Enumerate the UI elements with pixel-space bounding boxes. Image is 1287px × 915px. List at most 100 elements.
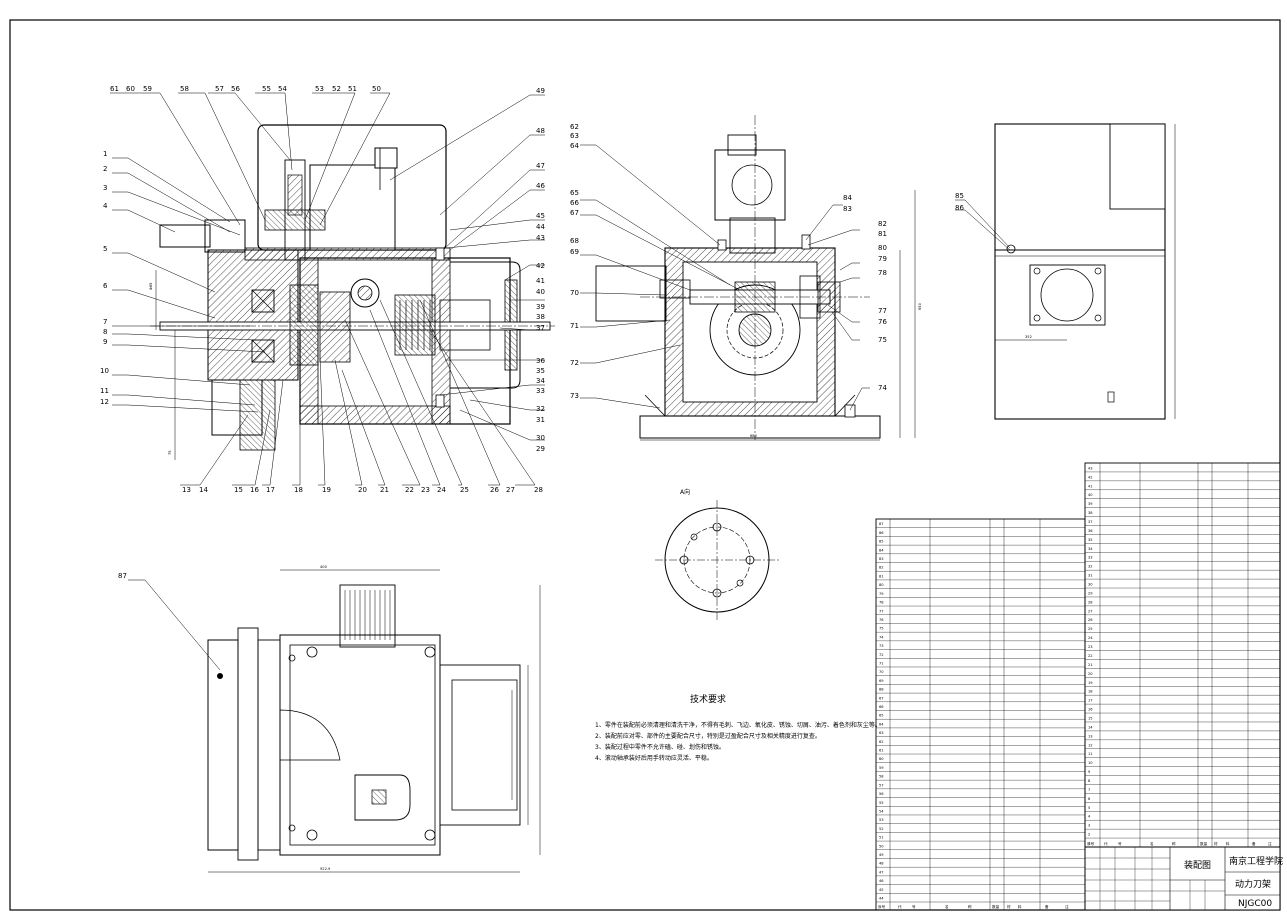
- bom-item-number: 50: [879, 844, 884, 848]
- bom-item-number: 82: [879, 566, 884, 570]
- title-block: 装配图 南京工程学院 动力刀架 NJGC00: [1084, 846, 1283, 911]
- bom-item-number: 46: [879, 879, 884, 883]
- bom-item-number: 75: [879, 627, 884, 631]
- bom-item-number: 42: [1088, 475, 1093, 479]
- bom-item-number: 35: [1088, 538, 1093, 542]
- drawing-type: 装配图: [1184, 859, 1211, 871]
- callout-15: 15: [234, 486, 243, 494]
- callout-20: 20: [358, 486, 367, 494]
- bom-item-number: 39: [1088, 502, 1093, 506]
- callout-87: 87: [118, 572, 127, 580]
- bom-item-number: 59: [879, 766, 884, 770]
- bom-item-number: 77: [879, 609, 884, 613]
- bom-header-cell: 序号: [1087, 841, 1095, 846]
- callout-45: 45: [536, 212, 545, 220]
- callout-41: 41: [536, 277, 545, 285]
- bom-item-number: 73: [879, 644, 884, 648]
- bom-item-number: 62: [879, 740, 884, 744]
- bom-item-number: 38: [1088, 511, 1093, 515]
- bom-header-cell: 注: [1268, 841, 1272, 846]
- drawing-name: 动力刀架: [1235, 878, 1271, 890]
- bom-item-number: 85: [879, 540, 884, 544]
- tech-note-2: 2、装配前应对零、部件的主要配合尺寸，特别是过盈配合尺寸及相关精度进行复查。: [595, 732, 821, 740]
- callout-59: 59: [143, 85, 152, 93]
- callout-11: 11: [100, 387, 109, 395]
- callout-60: 60: [126, 85, 135, 93]
- callout-8: 8: [103, 328, 107, 336]
- bom-header-cell: 料: [1018, 904, 1022, 909]
- callout-17: 17: [266, 486, 275, 494]
- bom-header-cell: 代: [898, 904, 902, 909]
- callout-27: 27: [506, 486, 515, 494]
- dim-front-top: 680: [750, 434, 758, 438]
- callout-70: 70: [570, 289, 579, 297]
- bom-left-numbers: 8786858483828180797877767574737271706968…: [878, 522, 1069, 909]
- callout-84: 84: [843, 194, 852, 202]
- bom-item-number: 14: [1088, 725, 1093, 729]
- callout-21: 21: [380, 486, 389, 494]
- bom-item-number: 58: [879, 775, 884, 779]
- tech-note-4: 4、滚动轴承装好后用手转动应灵活、平稳。: [595, 754, 713, 762]
- bom-item-number: 83: [879, 557, 884, 561]
- callout-67: 67: [570, 209, 579, 217]
- bom-item-number: 27: [1088, 609, 1093, 613]
- bom-header-cell: 料: [1226, 841, 1230, 846]
- tech-note-3: 3、装配过程中零件不允许磕、碰、划伤和锈蚀。: [595, 743, 725, 751]
- callout-39: 39: [536, 303, 545, 311]
- bom-item-number: 28: [1088, 600, 1093, 604]
- bom-header-cell: 注: [1065, 904, 1069, 909]
- bom-item-number: 25: [1088, 627, 1093, 631]
- callout-82: 82: [878, 220, 887, 228]
- bom-item-number: 51: [879, 836, 884, 840]
- bom-item-number: 26: [1088, 618, 1093, 622]
- bom-item-number: 78: [879, 601, 884, 605]
- bom-item-number: 52: [879, 827, 884, 831]
- a-view: A向: [655, 488, 780, 620]
- callout-9: 9: [103, 338, 107, 346]
- callout-22: 22: [405, 486, 414, 494]
- callout-10: 10: [100, 367, 109, 375]
- svg-text:Φ85: Φ85: [149, 283, 153, 290]
- a-view-label: A向: [680, 488, 690, 496]
- callout-62: 62: [570, 123, 579, 131]
- bom-item-number: 47: [879, 870, 884, 874]
- bom-item-number: 36: [1088, 529, 1093, 533]
- bom-header-cell: 名: [945, 904, 949, 909]
- bom-right-numbers: 4342414039383736353433323130292827262524…: [1087, 466, 1272, 846]
- drawing-frame: [9, 19, 1281, 911]
- bom-item-number: 61: [879, 749, 884, 753]
- callout-74: 74: [878, 384, 887, 392]
- bom-item-number: 44: [879, 897, 884, 901]
- callout-77: 77: [878, 307, 887, 315]
- bom-item-number: 74: [879, 635, 884, 639]
- callout-18: 18: [294, 486, 303, 494]
- bom-item-number: 79: [879, 592, 884, 596]
- bom-item-number: 87: [879, 522, 884, 526]
- callout-33: 33: [536, 387, 545, 395]
- bom-item-number: 30: [1088, 583, 1093, 587]
- bom-item-number: 10: [1088, 761, 1093, 765]
- side-view: 352 85 86: [955, 123, 1176, 420]
- callout-3: 3: [103, 184, 107, 192]
- callout-50: 50: [372, 85, 381, 93]
- callout-4: 4: [103, 202, 108, 210]
- bom-item-number: 1: [1088, 842, 1090, 846]
- bom-item-number: 45: [879, 888, 884, 892]
- bom-item-number: 48: [879, 862, 884, 866]
- bom-item-number: 22: [1088, 654, 1093, 658]
- callout-85: 85: [955, 192, 964, 200]
- callout-38: 38: [536, 313, 545, 321]
- dim-right-height: 650: [918, 302, 922, 310]
- callout-36: 36: [536, 357, 545, 365]
- callout-76: 76: [878, 318, 887, 326]
- callout-12: 12: [100, 398, 109, 406]
- callout-65: 65: [570, 189, 579, 197]
- bom-item-number: 7: [1088, 788, 1090, 792]
- callout-26: 26: [490, 486, 499, 494]
- bom-item-number: 12: [1088, 743, 1093, 747]
- callout-66: 66: [570, 199, 579, 207]
- callout-81: 81: [878, 230, 887, 238]
- school-name: 南京工程学院: [1229, 855, 1283, 867]
- bom-header-cell: 备: [1045, 904, 1049, 909]
- callout-43: 43: [536, 234, 545, 242]
